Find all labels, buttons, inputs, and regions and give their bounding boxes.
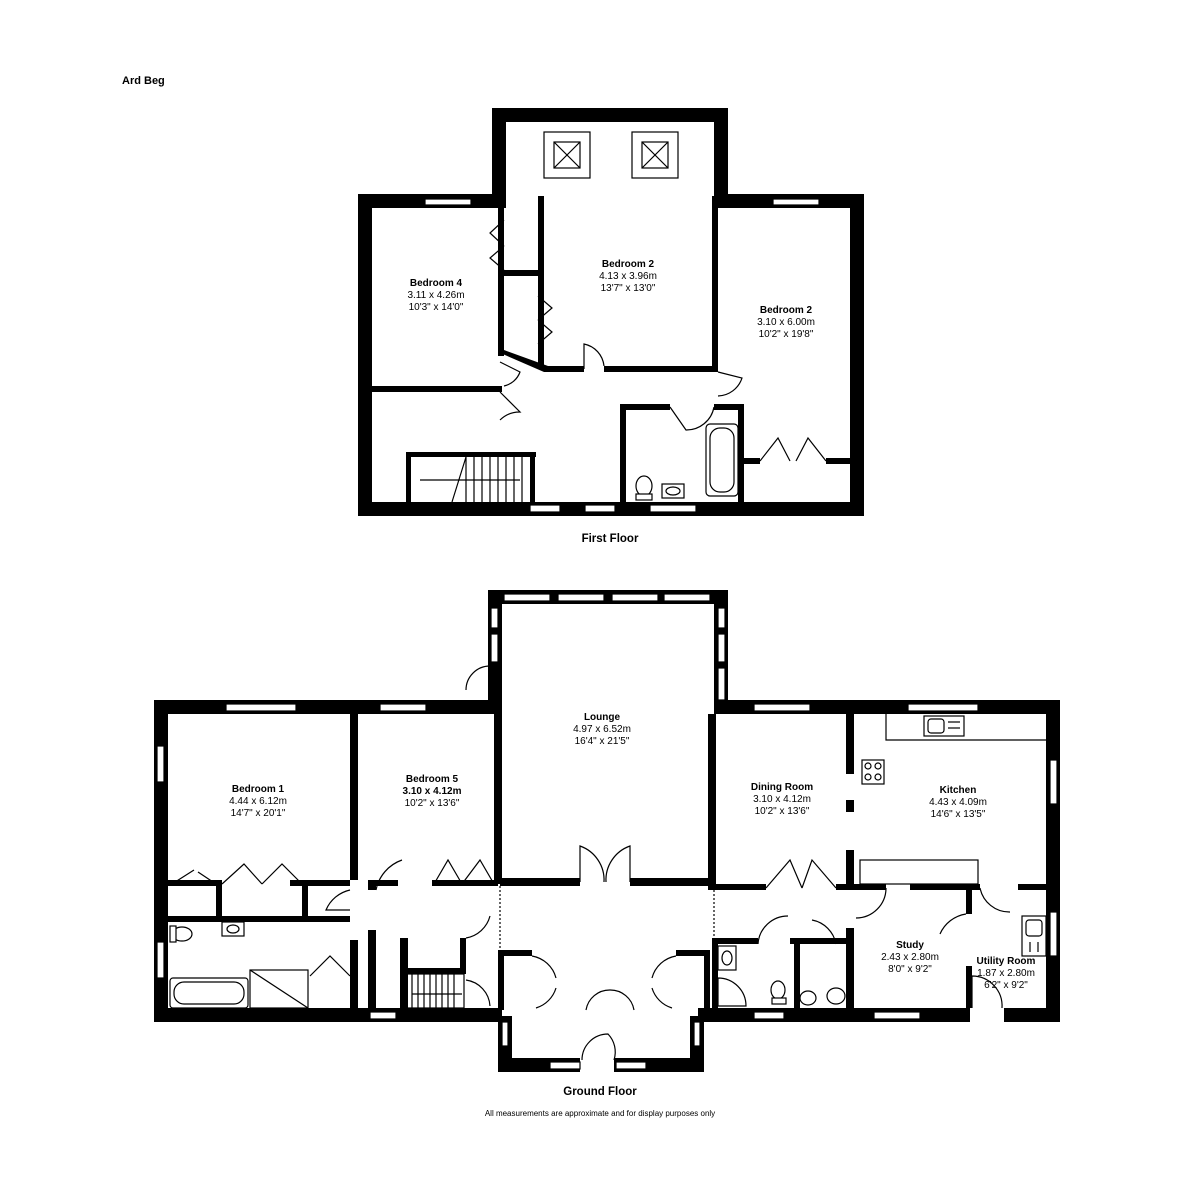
room-name: Kitchen — [940, 785, 977, 796]
room-dimensions-metric: 3.10 x 4.12m — [753, 794, 811, 805]
disclaimer: All measurements are approximate and for… — [485, 1109, 715, 1118]
room-dimensions-imperial: 10'3" x 14'0" — [409, 302, 464, 313]
shower-icon — [717, 977, 747, 1007]
bathtub-icon — [705, 423, 739, 497]
room-name: Lounge — [584, 712, 621, 723]
room-dimensions-imperial: 8'0" x 9'2" — [888, 964, 932, 975]
room-name: Bedroom 5 — [406, 774, 459, 785]
room-dimensions-imperial: 14'7" x 20'1" — [231, 808, 286, 819]
room-dimensions-metric: 1.87 x 2.80m — [977, 968, 1035, 979]
first-floor-plan: Bedroom 4 3.11 x 4.26m 10'3" x 14'0" Bed… — [358, 108, 864, 545]
room-dimensions-imperial: 13'7" x 13'0" — [601, 283, 656, 294]
ground-floor-plan: Bedroom 1 4.44 x 6.12m 14'7" x 20'1" Bed… — [154, 590, 1060, 1098]
sink-icon — [1021, 915, 1047, 957]
room-name: Bedroom 1 — [232, 784, 285, 795]
toilet-icon — [799, 987, 846, 1006]
toilet-icon — [770, 980, 787, 1005]
room-dimensions-imperial: 10'2" x 13'6" — [755, 806, 810, 817]
sink-icon — [661, 483, 685, 499]
floor-label: First Floor — [582, 533, 639, 545]
sink-icon — [923, 715, 965, 737]
room-dimensions-metric: 3.11 x 4.26m — [407, 290, 464, 301]
room-name: Dining Room — [751, 782, 813, 793]
room-dimensions-metric: 4.43 x 4.09m — [929, 797, 987, 808]
room-dimensions-metric: 3.10 x 4.12m — [403, 786, 462, 797]
staircase — [405, 973, 465, 1009]
shower-icon — [249, 969, 309, 1009]
room-dimensions-imperial: 6'2" x 9'2" — [984, 980, 1028, 991]
room-name: Study — [896, 940, 924, 951]
room-name: Bedroom 4 — [410, 278, 463, 289]
skylight-icon — [631, 131, 679, 179]
staircase — [420, 456, 523, 503]
sink-icon — [221, 921, 245, 937]
kitchen-worktop — [859, 714, 1046, 885]
toilet-icon — [635, 475, 653, 501]
floor-label: Ground Floor — [563, 1086, 637, 1098]
room-name: Bedroom 2 — [760, 305, 813, 316]
bathtub-icon — [169, 977, 249, 1009]
room-dimensions-metric: 4.44 x 6.12m — [229, 796, 287, 807]
room-name: Bedroom 2 — [602, 259, 655, 270]
room-dimensions-metric: 4.13 x 3.96m — [599, 271, 657, 282]
room-dimensions-imperial: 10'2" x 19'8" — [759, 329, 814, 340]
property-title: Ard Beg — [122, 75, 165, 87]
room-dimensions-metric: 3.10 x 6.00m — [757, 317, 815, 328]
sink-icon — [717, 945, 737, 971]
skylight-icon — [543, 131, 591, 179]
room-dimensions-imperial: 16'4" x 21'5" — [575, 736, 630, 747]
room-dimensions-metric: 4.97 x 6.52m — [573, 724, 631, 735]
room-dimensions-imperial: 14'6" x 13'5" — [931, 809, 986, 820]
toilet-icon — [169, 925, 193, 943]
room-dimensions-imperial: 10'2" x 13'6" — [405, 798, 460, 809]
room-name: Utility Room — [977, 956, 1036, 967]
room-dimensions-metric: 2.43 x 2.80m — [881, 952, 939, 963]
